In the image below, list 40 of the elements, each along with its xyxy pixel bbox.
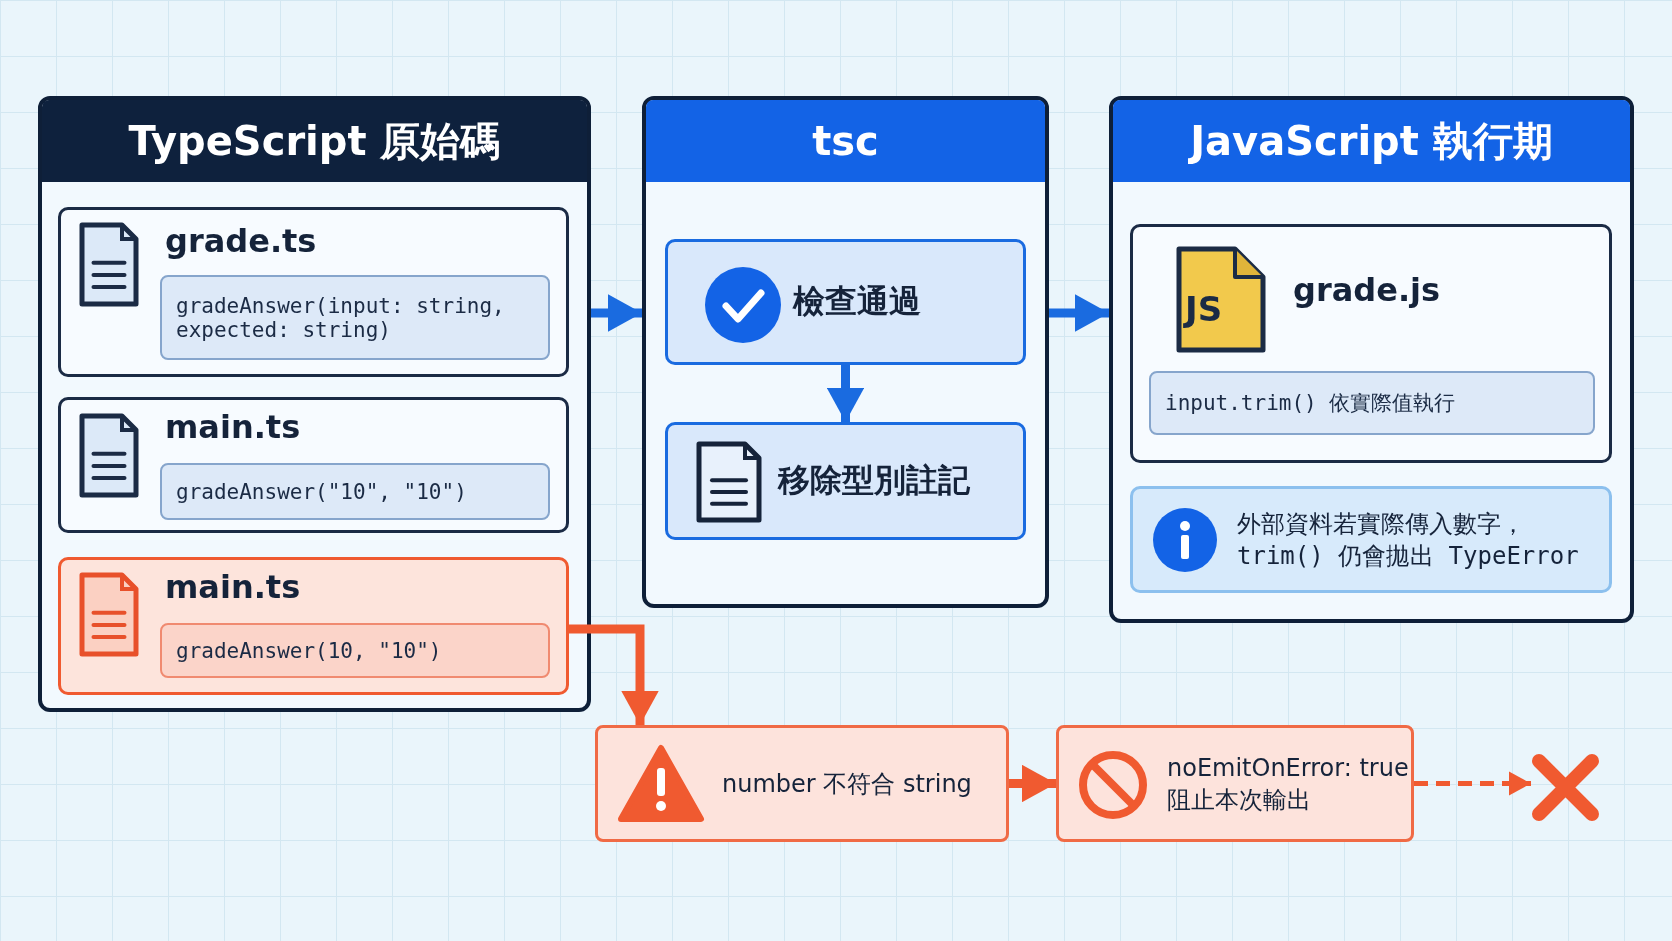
- code-text: input.trim() 依實際值執行: [1165, 390, 1457, 417]
- file-card: [58, 397, 569, 533]
- error-box: [595, 725, 1009, 842]
- cross-mark: [1531, 753, 1600, 822]
- file-card: [58, 557, 569, 695]
- step-box: [665, 239, 1026, 365]
- step-box: [665, 422, 1026, 540]
- arrow: [1414, 771, 1531, 796]
- arrow: [1009, 764, 1056, 803]
- code-box: [160, 623, 550, 678]
- error-box: [1056, 725, 1414, 842]
- file-name: main.ts: [165, 408, 301, 446]
- arrow: [591, 294, 642, 332]
- panel-title: TypeScript 原始碼: [42, 100, 587, 182]
- info-text: 外部資料若實際傳入數字，trim() 仍會拋出 TypeError: [1237, 508, 1580, 572]
- code-text: gradeAnswer(10, "10"): [176, 638, 443, 663]
- file-name: main.ts: [165, 568, 301, 606]
- file-card: [1130, 224, 1612, 463]
- code-box: [160, 275, 550, 360]
- error-text: noEmitOnError: true 阻止本次輸出: [1167, 752, 1410, 816]
- panel-title: JavaScript 執行期: [1113, 100, 1630, 182]
- panel: [1109, 96, 1634, 623]
- file-name: grade.ts: [165, 222, 317, 260]
- code-box: [1149, 371, 1595, 435]
- code-text: gradeAnswer("10", "10"): [176, 479, 468, 504]
- arrow: [826, 365, 865, 422]
- file-name: grade.js: [1293, 271, 1441, 309]
- file-card: [58, 207, 569, 377]
- step-text: 檢查通過: [793, 281, 922, 322]
- error-text: number 不符合 string: [722, 768, 973, 800]
- code-text: gradeAnswer(input: string, expected: string): [176, 293, 506, 342]
- arrow: [569, 624, 659, 725]
- panel-title: tsc: [646, 100, 1045, 182]
- step-text: 移除型別註記: [778, 460, 971, 501]
- code-box: [160, 463, 550, 520]
- file-type-text: JS: [1185, 289, 1223, 329]
- panel: [642, 96, 1049, 608]
- arrow: [1049, 294, 1109, 332]
- panel: [38, 96, 591, 712]
- info-box: [1130, 486, 1612, 593]
